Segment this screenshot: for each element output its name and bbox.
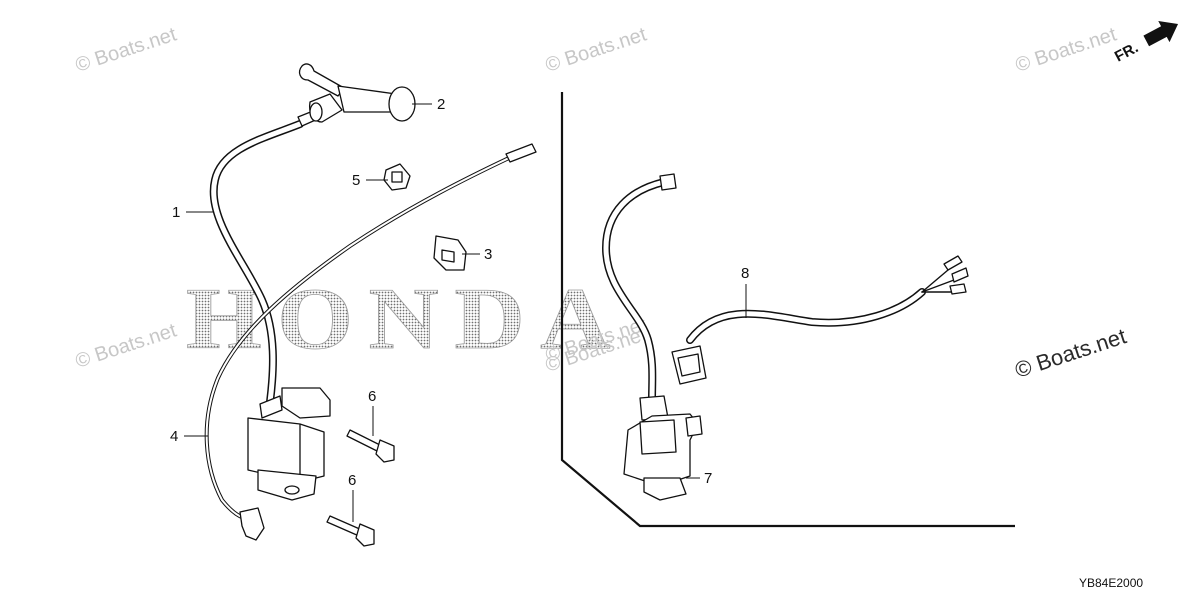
front-direction-marker: FR. <box>1112 20 1179 66</box>
callout-number: 6 <box>348 472 356 489</box>
part-grommet <box>433 235 467 271</box>
callout-number: 5 <box>352 172 360 189</box>
watermark: © Boats.net <box>73 319 180 372</box>
part-spark-plug-cap <box>298 63 416 123</box>
watermark: © Boats.net <box>543 23 650 76</box>
part-stop-switch-assembly <box>602 173 703 501</box>
part-ignition-coil-body <box>247 387 331 501</box>
callout-number: 1 <box>172 204 180 221</box>
callout-number: 3 <box>484 246 492 263</box>
watermark: © Boats.net <box>73 23 180 76</box>
part-flange-bolt <box>326 515 375 547</box>
callout-number: 8 <box>741 265 749 282</box>
callout-number: 2 <box>437 96 445 113</box>
part-wire-harness <box>671 255 969 385</box>
watermark: © Boats.net <box>1012 323 1129 382</box>
diagram-code: YB84E2000 <box>1079 576 1143 590</box>
part-flange-bolt <box>346 429 395 463</box>
callout-number: 6 <box>368 388 376 405</box>
watermark: © Boats.net <box>1013 23 1120 76</box>
section-divider <box>560 92 1015 528</box>
part-cord-clip <box>383 163 411 191</box>
callout-number: 7 <box>704 470 712 487</box>
part-stop-switch-wire <box>204 143 537 541</box>
callout-number: 4 <box>170 428 178 445</box>
